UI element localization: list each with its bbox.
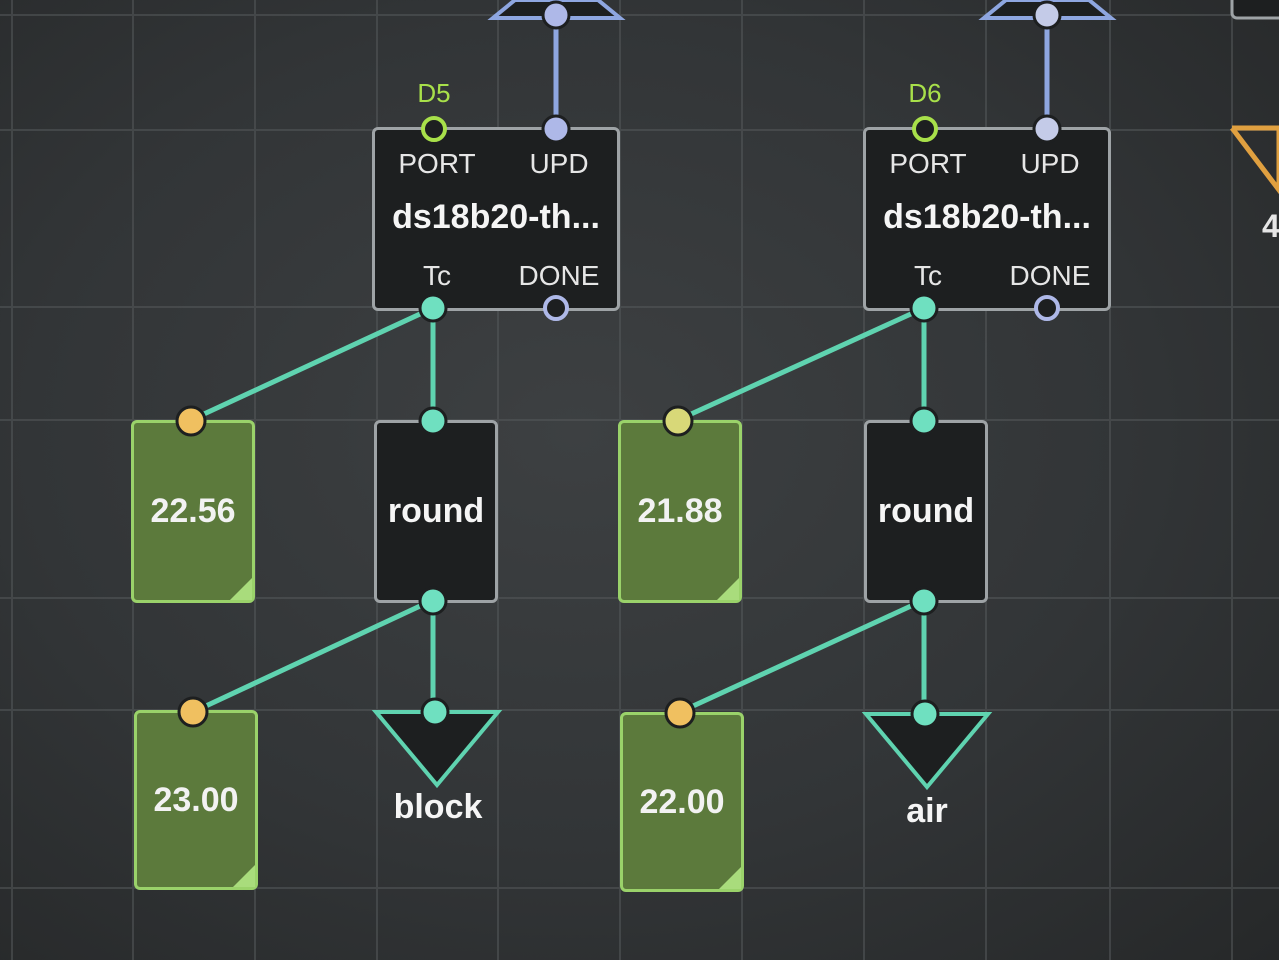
ds18b20-node-1[interactable]: PORT UPD ds18b20-th... Tc DONE	[372, 127, 620, 311]
watch-value: 22.56	[150, 492, 236, 530]
watch-value: 21.88	[637, 492, 723, 530]
watch-node-2[interactable]: 23.00	[134, 710, 258, 890]
link-tc2-watch3	[676, 305, 926, 423]
output-node-block-label: block	[393, 788, 483, 826]
watch-value: 22.00	[639, 782, 725, 821]
edge-partial-label: 4	[1262, 208, 1279, 244]
round-node-2[interactable]: round	[864, 420, 988, 603]
port-tag-d5: D5	[417, 78, 451, 108]
pin-label-tc: Tc	[423, 260, 451, 291]
pin-label-tc: Tc	[914, 260, 942, 291]
links	[189, 15, 1050, 715]
output-node-air-label: air	[906, 792, 948, 830]
round-node-label: round	[877, 492, 975, 530]
pin-label-port: PORT	[398, 148, 476, 179]
link-tc1-watch1	[189, 305, 435, 423]
link-round2-watch4	[678, 597, 926, 715]
port-tag-d6: D6	[908, 78, 942, 108]
link-round1-watch2	[191, 597, 435, 715]
upstream-node-3[interactable]	[1230, 0, 1279, 20]
node-title: ds18b20-th...	[883, 198, 1091, 236]
upstream-node-2[interactable]	[978, 0, 1117, 20]
pin-label-done: DONE	[1009, 260, 1091, 291]
node-title: ds18b20-th...	[392, 198, 600, 236]
pin-label-port: PORT	[889, 148, 967, 179]
output-node-air-shape[interactable]	[861, 712, 993, 791]
pin-label-done: DONE	[518, 260, 600, 291]
watch-node-1[interactable]: 22.56	[131, 420, 255, 603]
watch-node-3[interactable]: 21.88	[618, 420, 742, 603]
watch-node-4[interactable]: 22.00	[620, 712, 744, 892]
pin-label-upd: UPD	[529, 148, 589, 179]
output-node-block-shape[interactable]	[371, 710, 503, 789]
edge-node-triangle[interactable]	[1230, 125, 1279, 195]
upstream-node-1[interactable]	[487, 0, 626, 20]
round-node-1[interactable]: round	[374, 420, 498, 603]
ds18b20-node-2[interactable]: PORT UPD ds18b20-th... Tc DONE	[863, 127, 1111, 311]
round-node-label: round	[387, 492, 485, 530]
watch-value: 23.00	[153, 780, 239, 819]
pin-label-upd: UPD	[1020, 148, 1080, 179]
